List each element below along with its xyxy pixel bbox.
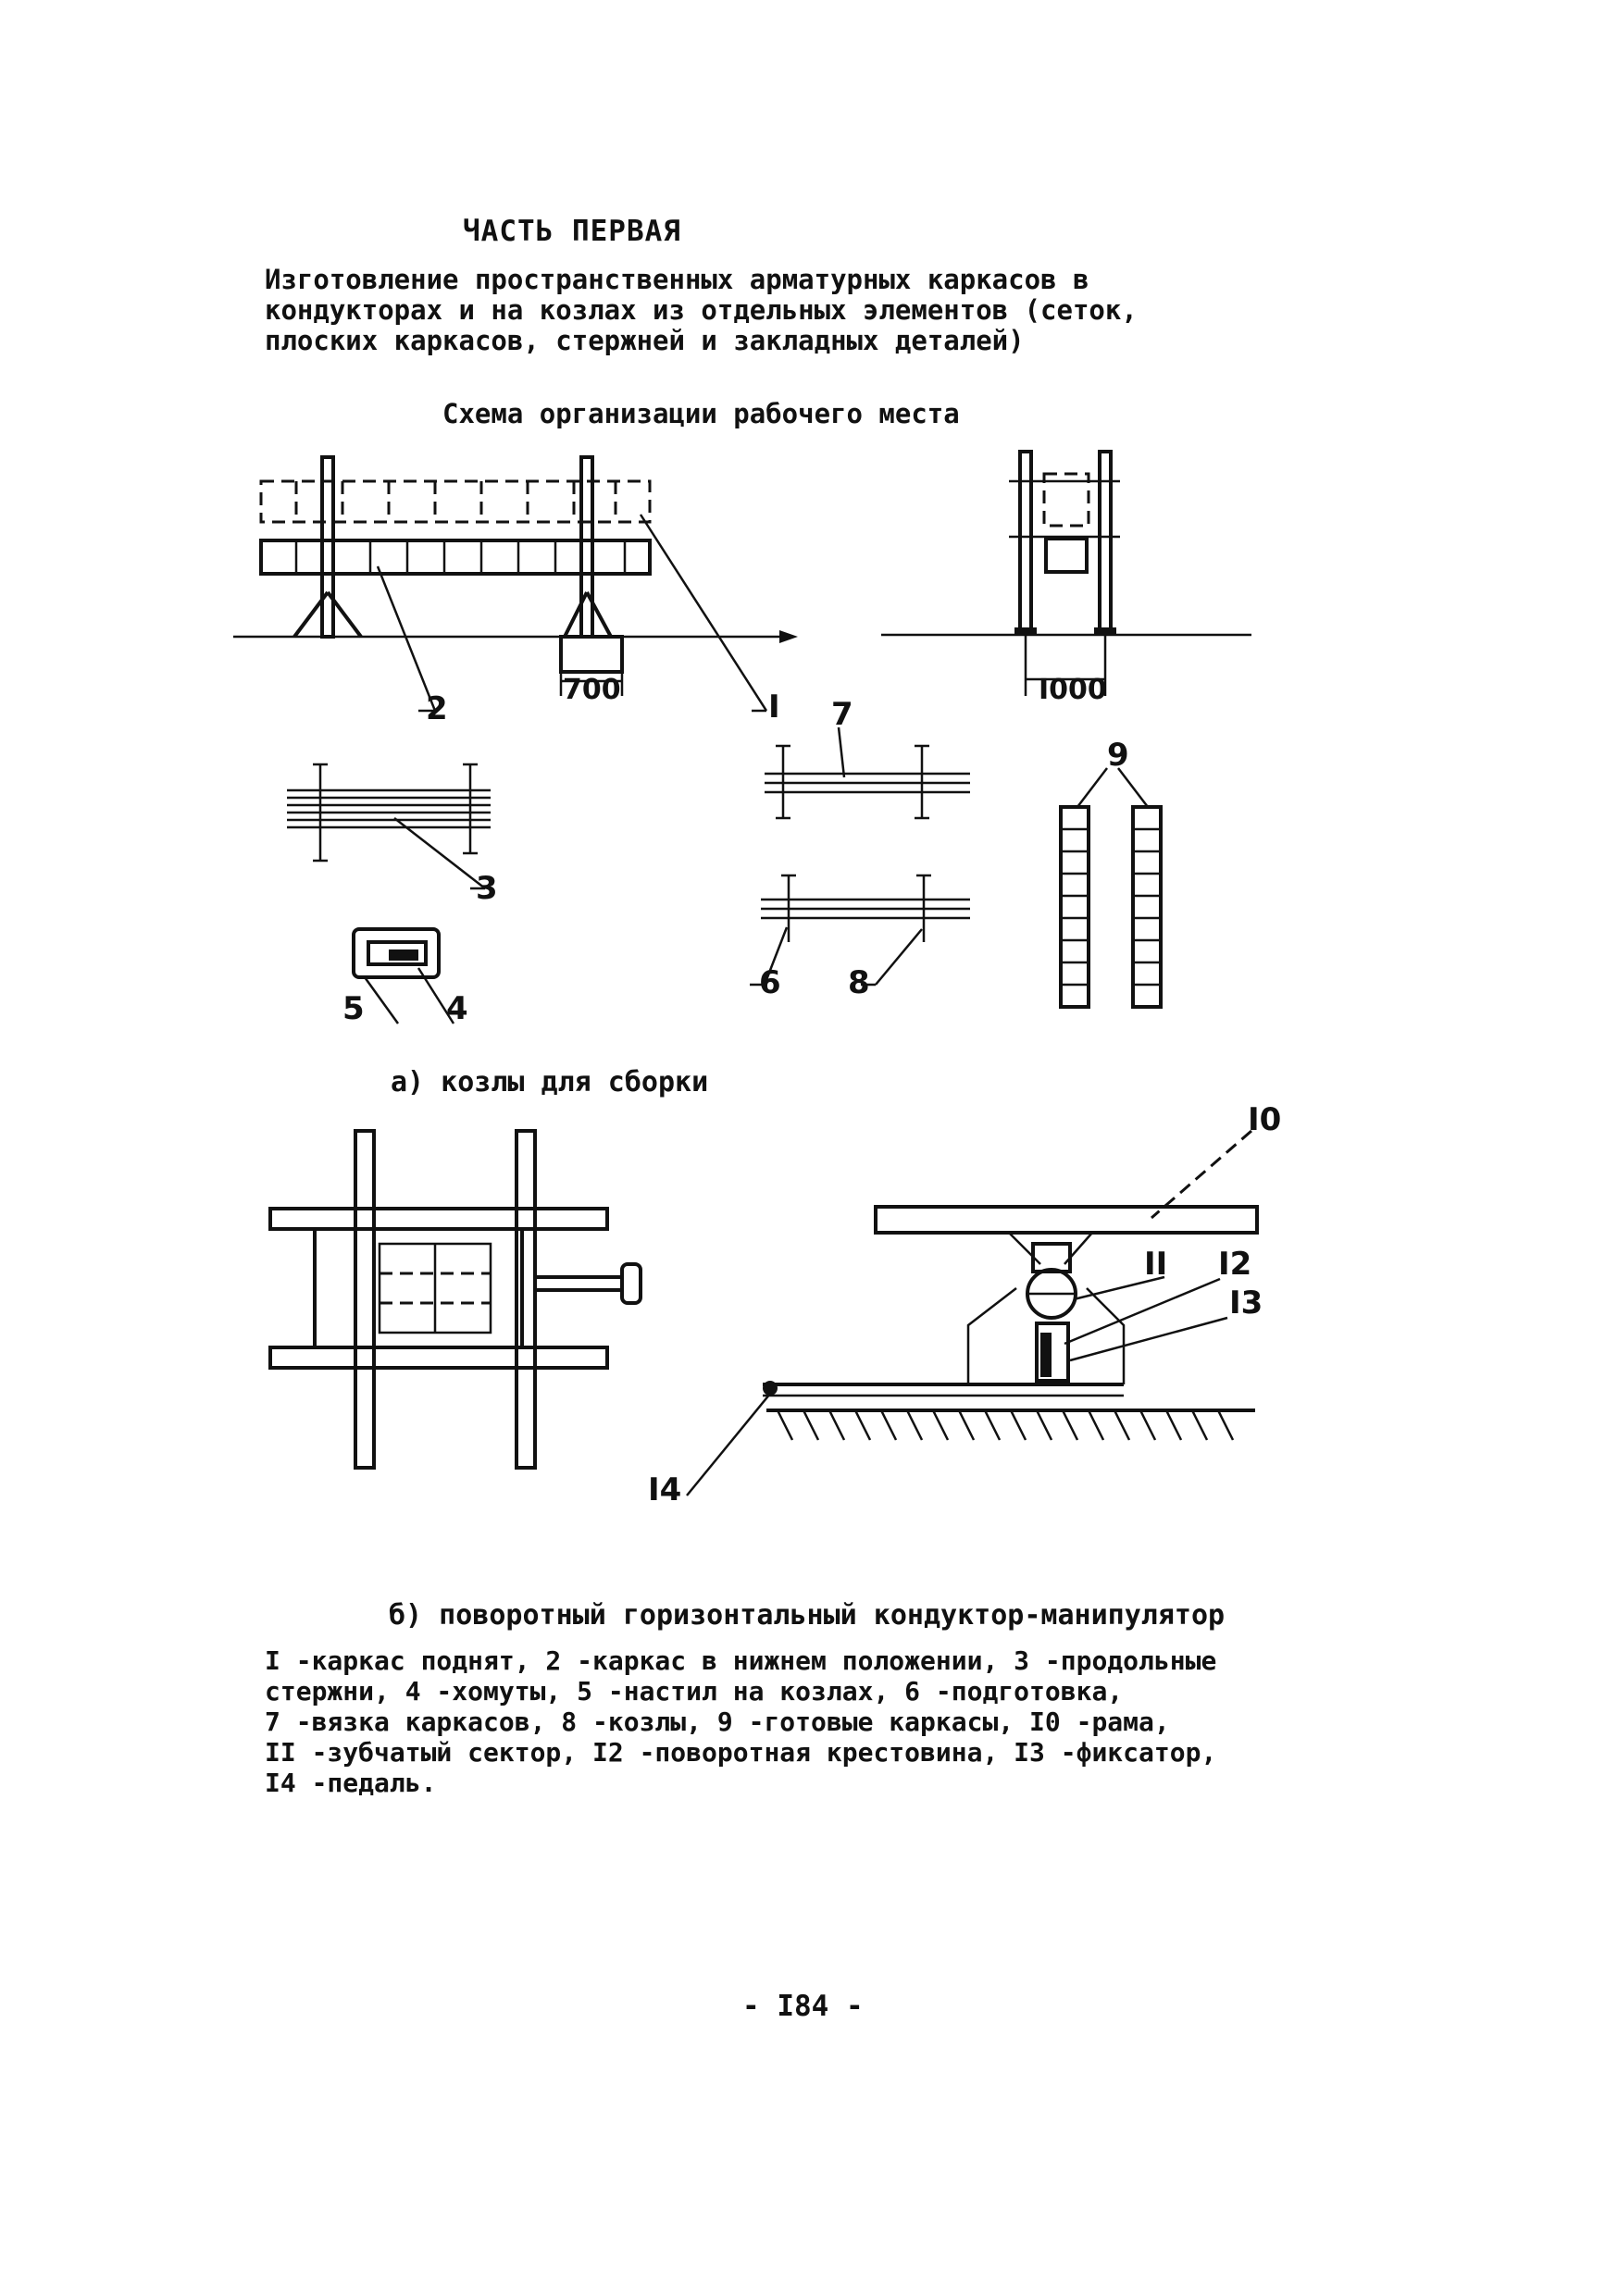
finished-cages bbox=[1059, 767, 1163, 1009]
label-8: 8 bbox=[848, 964, 870, 1001]
label-13: I3 bbox=[1229, 1285, 1263, 1322]
label-11: II bbox=[1144, 1246, 1168, 1283]
caption-b: б) поворотный горизонтальный кондуктор-м… bbox=[389, 1599, 1226, 1632]
label-5: 5 bbox=[342, 990, 365, 1027]
part-title: ЧАСТЬ ПЕРВАЯ bbox=[463, 215, 681, 248]
label-9: 9 bbox=[1107, 737, 1129, 774]
trestle-end-view bbox=[881, 450, 1251, 696]
legend: I -каркас поднят, 2 -каркас в нижнем пол… bbox=[265, 1645, 1217, 1798]
label-3: 3 bbox=[476, 870, 498, 907]
cage-tying bbox=[765, 726, 970, 820]
preparation-trestles bbox=[750, 874, 970, 987]
label-10: I0 bbox=[1248, 1101, 1282, 1138]
label-7: 7 bbox=[831, 696, 853, 733]
page-number: - I84 - bbox=[742, 1990, 864, 2023]
label-2: 2 bbox=[426, 690, 448, 727]
caption-a: а) козлы для сборки bbox=[391, 1066, 709, 1098]
label-12: I2 bbox=[1218, 1246, 1252, 1283]
conductor-plan-view bbox=[268, 1129, 642, 1470]
trestle-side-view bbox=[233, 455, 798, 713]
dimension-700: 700 bbox=[563, 674, 621, 706]
dimension-1000: I000 bbox=[1039, 674, 1107, 706]
label-1: I bbox=[768, 689, 780, 726]
label-6: 6 bbox=[759, 964, 781, 1001]
label-14: I4 bbox=[648, 1471, 682, 1508]
label-4: 4 bbox=[446, 990, 468, 1027]
schema-title: Схема организации рабочего места bbox=[442, 398, 960, 429]
longitudinal-bars bbox=[287, 763, 491, 890]
conductor-side-view bbox=[686, 1129, 1259, 1496]
stirrups-on-deck bbox=[352, 927, 455, 1024]
section-subtitle: Изготовление пространственных арматурных… bbox=[265, 264, 1138, 356]
